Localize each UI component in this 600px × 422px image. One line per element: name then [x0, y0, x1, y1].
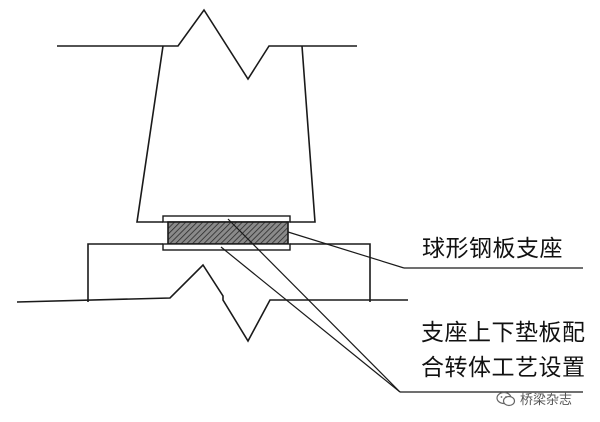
- leader-upper-pad: [227, 218, 401, 393]
- upper-pad-plate: [162, 215, 291, 223]
- spherical-bearing-body: [167, 221, 289, 245]
- upper-pier-left-edge: [136, 45, 164, 223]
- watermark-text: 桥梁杂志: [520, 393, 573, 408]
- upper-pier-right-edge: [290, 45, 316, 223]
- watermark: 桥梁杂志: [496, 389, 572, 408]
- leader-lower-pad: [220, 246, 401, 393]
- bearing-label: 球形钢板支座: [422, 236, 563, 262]
- lower-break-line: [16, 263, 408, 343]
- lower-pad-plate: [162, 243, 291, 251]
- lower-base-outline-right: [290, 243, 371, 302]
- pad-label-line1: 支座上下垫板配: [421, 320, 586, 346]
- pad-label-line2: 合转体工艺设置: [421, 355, 586, 381]
- leader-bearing: [287, 231, 405, 269]
- upper-break-line: [57, 8, 357, 81]
- wechat-icon: [496, 391, 516, 406]
- lower-base-outline: [87, 243, 163, 302]
